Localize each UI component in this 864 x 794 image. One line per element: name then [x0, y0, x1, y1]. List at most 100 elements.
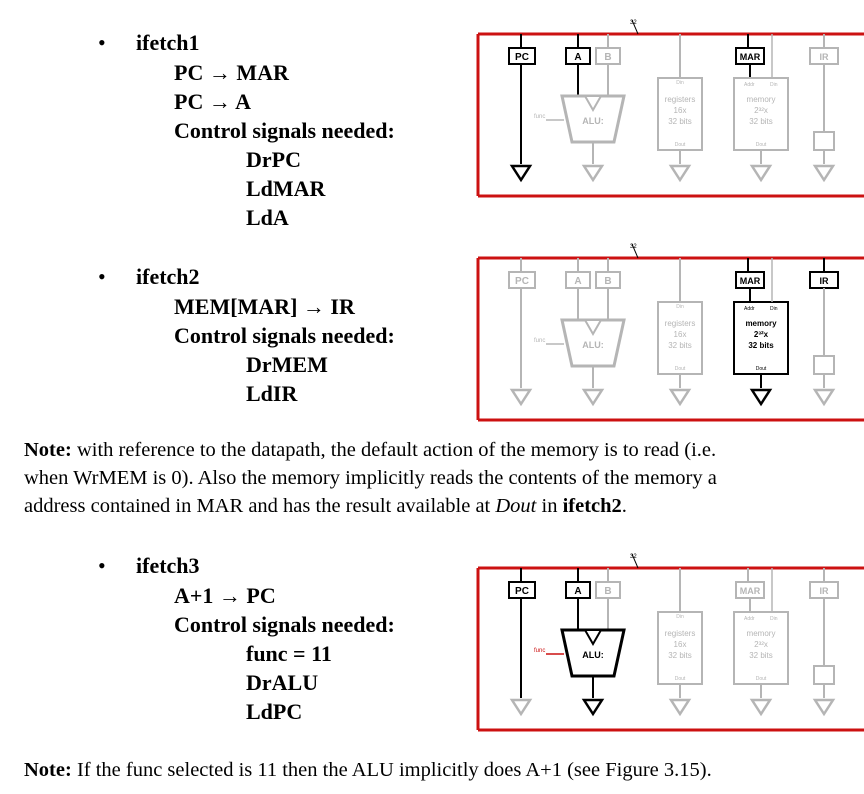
memory-label: memory — [747, 629, 776, 638]
registers-dout-label: Dout — [675, 676, 686, 682]
control-signal: DrALU — [246, 670, 319, 695]
pc-register — [508, 47, 536, 65]
alu-notch — [583, 629, 603, 647]
note-text: . — [621, 495, 627, 517]
memory-label: 32 bits — [748, 341, 774, 350]
memory-unit — [733, 611, 789, 685]
dralu-tristate — [581, 698, 605, 717]
memory-label: 2³²x — [754, 106, 768, 115]
droff-tristate — [812, 698, 836, 717]
transfer-line: MEM[MAR] → IR — [174, 294, 355, 319]
pc-register — [508, 581, 536, 599]
memory-addr-label: Addr — [744, 616, 755, 622]
bullet: • — [98, 264, 106, 289]
step-title: ifetch1 — [136, 30, 200, 55]
note-text: address contained in MAR and has the res… — [24, 495, 496, 517]
bus-width-tick — [631, 553, 639, 569]
registers-dout-label: Dout — [675, 142, 686, 148]
registers-din-label: Din — [676, 614, 684, 620]
registers-label: 32 bits — [668, 341, 692, 350]
registers-label: 32 bits — [668, 651, 692, 660]
alu-label: ALU: — [582, 116, 604, 126]
registers-label: 32 bits — [668, 117, 692, 126]
ir-label: IR — [820, 276, 830, 286]
control-signals-heading: Control signals needed: — [174, 118, 395, 143]
control-signals-heading: Control signals needed: — [174, 323, 395, 348]
control-signal: LdIR — [246, 381, 298, 406]
registers-file — [657, 77, 703, 151]
bus-width-tick — [631, 19, 639, 35]
alu-label: ALU: — [582, 650, 604, 660]
control-signal: func = 11 — [246, 641, 332, 666]
func-label: func — [534, 114, 545, 120]
pc-register — [508, 271, 536, 289]
control-signal: LdPC — [246, 699, 303, 724]
mar-label: MAR — [740, 52, 761, 62]
note-label: Note: — [24, 759, 72, 781]
memory-label: 32 bits — [749, 117, 773, 126]
bullet: • — [98, 30, 106, 55]
memory-label: 2³²x — [754, 640, 768, 649]
registers-dout-label: Dout — [675, 366, 686, 372]
mar-label: MAR — [740, 276, 761, 286]
drmem-tristate — [749, 698, 773, 717]
sign-extend-box — [813, 131, 835, 151]
drpc-tristate — [509, 164, 533, 183]
registers-label: registers — [665, 629, 696, 638]
registers-din-label: Din — [676, 304, 684, 310]
note-text: with reference to the datapath, the defa… — [71, 439, 717, 461]
dout-term: Dout — [495, 495, 537, 517]
drpc-tristate — [509, 388, 533, 407]
pc-label: PC — [515, 276, 529, 287]
memory-dout-label: Dout — [756, 676, 767, 682]
memory-din-label: Din — [770, 616, 778, 622]
b-label: B — [604, 52, 611, 63]
dralu-tristate — [581, 388, 605, 407]
ir-label: IR — [820, 586, 830, 596]
control-signals-heading: Control signals needed: — [174, 612, 395, 637]
b-label: B — [604, 276, 611, 287]
mar-label: MAR — [740, 586, 761, 596]
sign-extend-box — [813, 355, 835, 375]
alu-unit — [560, 318, 626, 368]
alu-notch — [583, 319, 603, 337]
registers-label: 16x — [674, 640, 687, 649]
registers-file — [657, 611, 703, 685]
control-signal: LdMAR — [246, 176, 326, 201]
step-title: ifetch3 — [136, 553, 200, 578]
drpc-tristate — [509, 698, 533, 717]
droff-tristate — [812, 388, 836, 407]
sign-extend-box — [813, 665, 835, 685]
registers-label: registers — [665, 319, 696, 328]
note-label: Note: — [24, 439, 72, 461]
registers-label: 16x — [674, 106, 687, 115]
memory-label: 2³²x — [754, 330, 769, 339]
dralu-tristate — [581, 164, 605, 183]
registers-label: registers — [665, 95, 696, 104]
b-label: B — [604, 586, 611, 597]
bus-width-label: 32 — [630, 244, 637, 250]
note-text: If the func selected is 11 then the ALU … — [71, 759, 712, 781]
bus-width-label: 32 — [630, 554, 637, 560]
registers-din-label: Din — [676, 80, 684, 86]
alu-label: ALU: — [582, 340, 604, 350]
drreg-tristate — [668, 698, 692, 717]
note-memory-read: Note: with reference to the datapath, th… — [24, 436, 717, 520]
memory-addr-label: Addr — [744, 306, 755, 312]
ir-label: IR — [820, 52, 830, 62]
memory-unit — [733, 77, 789, 151]
memory-din-label: Din — [770, 306, 778, 312]
droff-tristate — [812, 164, 836, 183]
alu-unit — [560, 94, 626, 144]
func-label: func — [534, 648, 545, 654]
pc-label: PC — [515, 52, 529, 63]
drmem-tristate — [749, 388, 773, 407]
control-signal: DrMEM — [246, 352, 328, 377]
note-line-2: when WrMEM is 0). Also the memory implic… — [24, 467, 717, 489]
pc-label: PC — [515, 586, 529, 597]
memory-addr-label: Addr — [744, 82, 755, 88]
alu-unit — [560, 628, 626, 678]
